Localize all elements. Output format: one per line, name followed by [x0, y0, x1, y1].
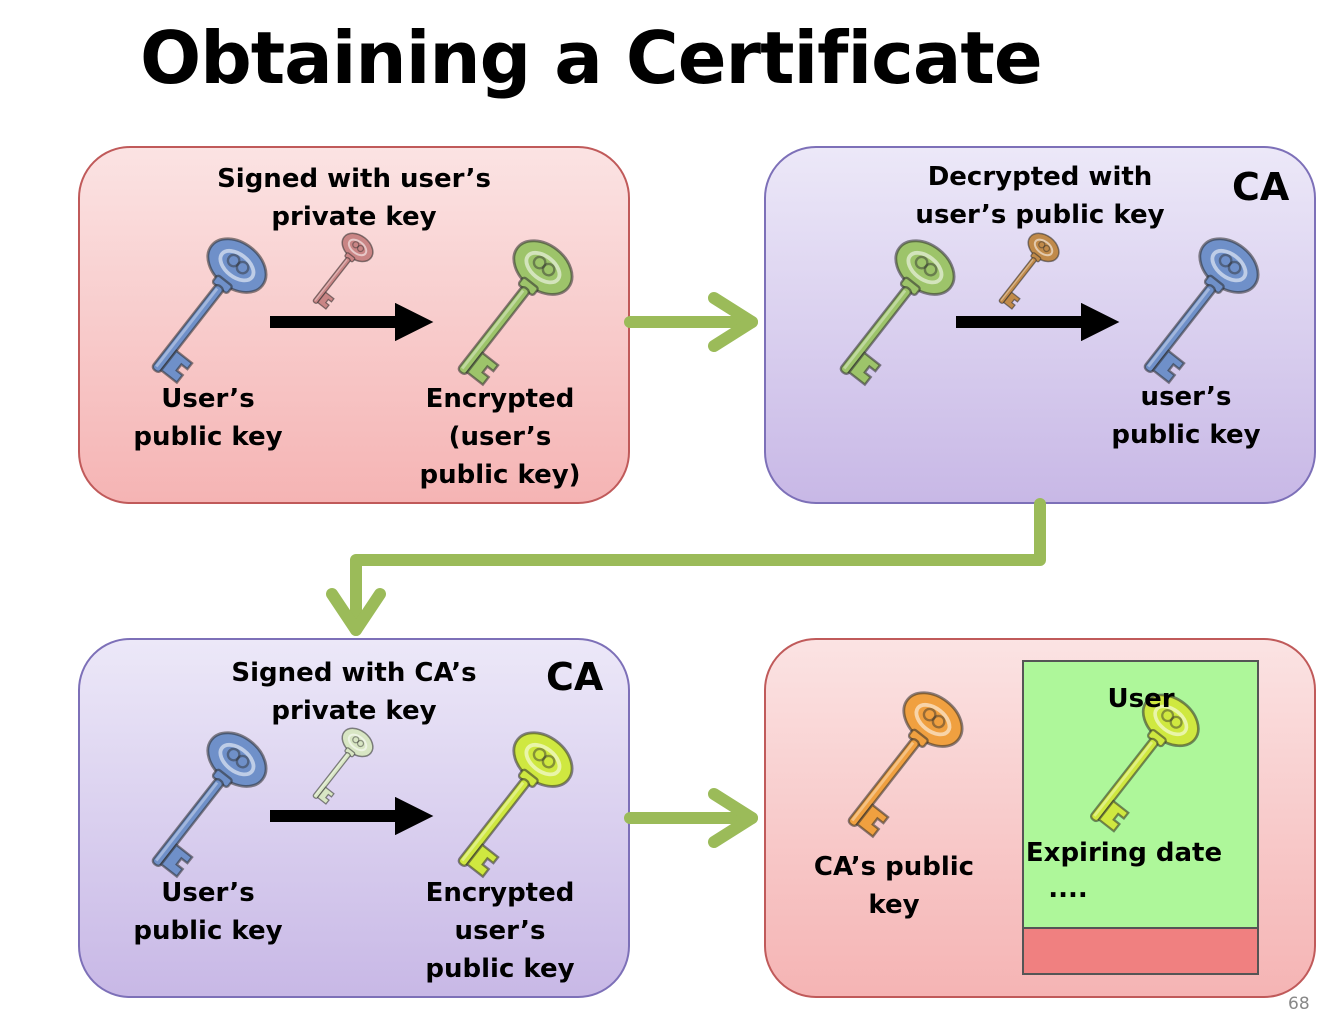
user-public-key-icon [127, 225, 279, 393]
step3-result-line2: user’s [454, 916, 546, 946]
flow-arrow-3-head [708, 788, 758, 848]
step3-source-line1: User’s [161, 878, 255, 908]
step4-ca-key-line1: CA’s public [813, 852, 975, 882]
step3-signed-label: Signed with CA’s private key [231, 654, 476, 730]
user-public-key-icon-2 [127, 719, 279, 887]
certificate-user-label: User [1107, 684, 1175, 714]
step4-ca-key-label: CA’s public key [814, 848, 974, 924]
ca-signed-user-key-icon [433, 719, 585, 887]
flow-arrow-2-head [326, 588, 386, 636]
step1-result-line1: Encrypted [425, 384, 575, 414]
step2-result-line1: user’s [1140, 382, 1232, 412]
slide-title: Obtaining a Certificate [140, 16, 1043, 100]
step2-result-line2: public key [1111, 420, 1261, 450]
certificate-expiring-label: Expiring date [1025, 838, 1223, 868]
certificate-signature [1024, 927, 1257, 973]
step3-result-line3: public key [425, 954, 575, 984]
decrypting-key-icon [986, 226, 1066, 315]
step4-ca-key-line2: key [868, 890, 920, 920]
step3-signed-line2: private key [271, 696, 437, 726]
step1-source-label: User’s public key [133, 380, 282, 456]
encrypted-key-icon [815, 227, 967, 395]
step1-source-line2: public key [133, 422, 283, 452]
ca-private-key-icon [300, 721, 380, 810]
step2-ca-label: CA [1232, 165, 1290, 209]
step1-result-label: Encrypted (user’s public key) [419, 380, 580, 494]
step3-signed-line1: Signed with CA’s [231, 658, 477, 688]
step1-result-line3: public key) [419, 460, 581, 490]
step1-signed-label: Signed with user’s private key [217, 160, 491, 236]
flow-arrow-1-head [708, 292, 758, 352]
step3-source-label: User’s public key [133, 874, 282, 950]
step3-ca-label: CA [546, 655, 604, 699]
user-private-key-icon [300, 226, 380, 315]
page-number: 68 [1288, 994, 1310, 1014]
step2-decrypted-label: Decrypted with user’s public key [915, 158, 1164, 234]
step3-source-line2: public key [133, 916, 283, 946]
step1-signed-line1: Signed with user’s [217, 164, 491, 194]
ca-public-key-icon [823, 679, 975, 847]
step2-decrypted-line2: user’s public key [915, 200, 1165, 230]
flow-arrow-2-shaft [350, 498, 1046, 636]
step1-source-line1: User’s [161, 384, 255, 414]
recovered-user-public-key-icon [1119, 225, 1271, 393]
certificate-more-label: .... [1048, 874, 1088, 904]
step2-result-label: user’s public key [1111, 378, 1260, 454]
encrypted-user-public-key-icon [433, 227, 585, 395]
step3-result-label: Encrypted user’s public key [425, 874, 574, 988]
step2-decrypted-line1: Decrypted with [927, 162, 1153, 192]
step1-result-line2: (user’s [448, 422, 552, 452]
step3-result-line1: Encrypted [425, 878, 575, 908]
certificate [1022, 660, 1259, 975]
step1-signed-line2: private key [271, 202, 437, 232]
